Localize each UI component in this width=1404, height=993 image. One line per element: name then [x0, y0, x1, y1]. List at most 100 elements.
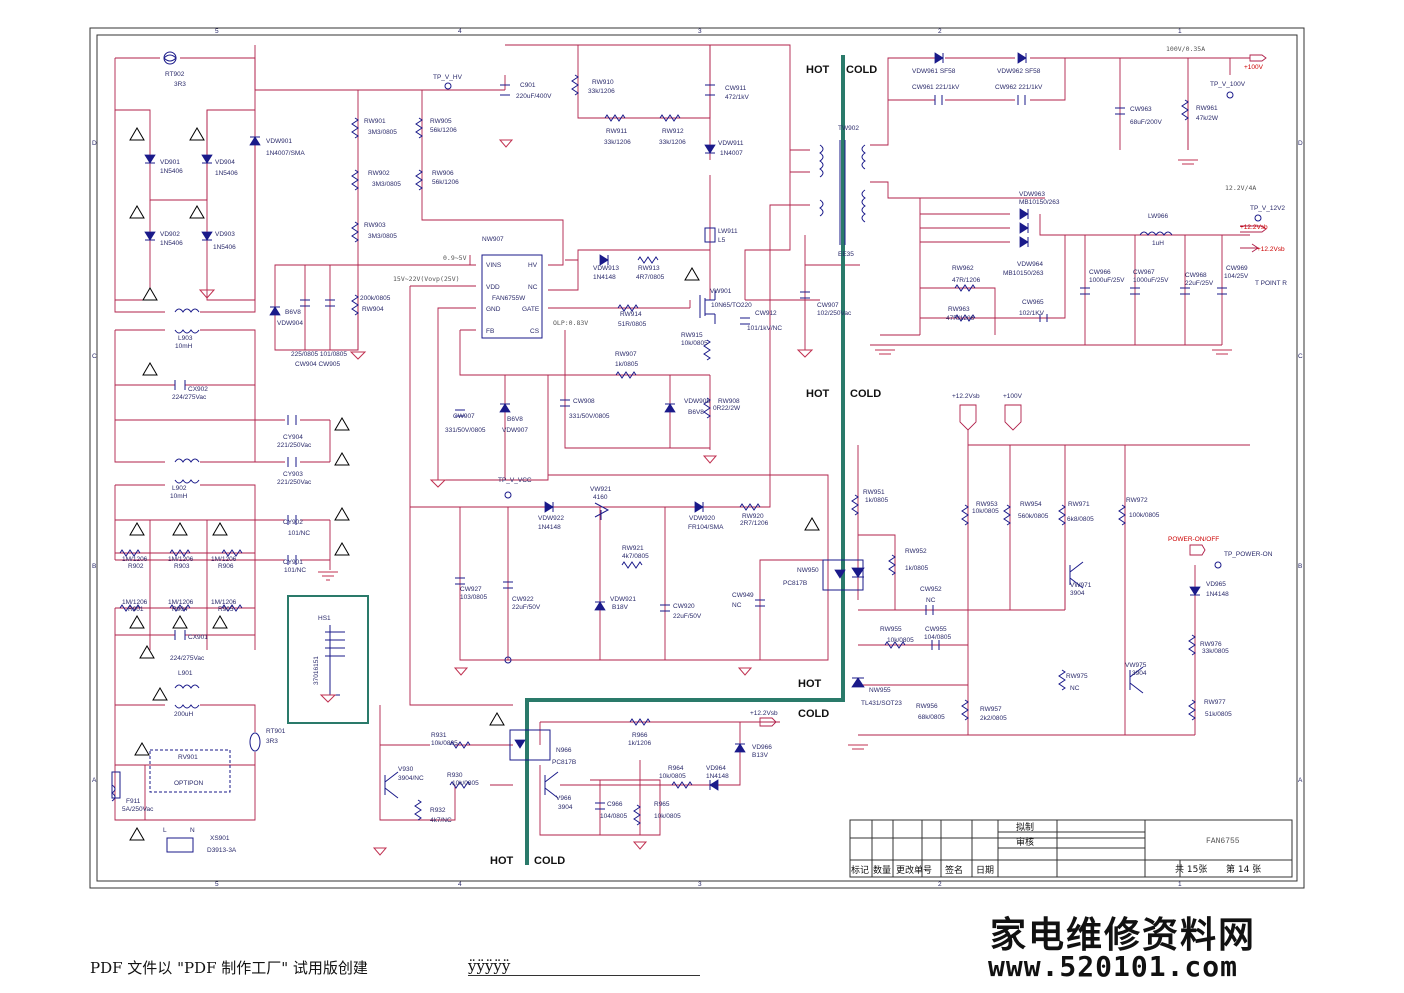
- t-vd964v: 1N4148: [706, 773, 729, 780]
- watermark-url: www.520101.com: [988, 950, 1239, 983]
- t-v930v: 3904/NC: [398, 775, 424, 782]
- t-pin-vdd: VDD: [486, 284, 500, 291]
- t-rw912v: 33k/1206: [659, 139, 686, 146]
- t-rw910: RW910: [592, 79, 614, 86]
- t-nw907v: FAN6755W: [492, 295, 526, 302]
- t-p122b: +12.2Vsb: [750, 710, 778, 717]
- t-r901v: 1M/1206: [122, 599, 148, 606]
- t-rw954: RW954: [1020, 501, 1042, 508]
- t-cw966: CW966: [1089, 269, 1111, 276]
- t-r965: R965: [654, 801, 670, 808]
- t-r930: R930: [447, 772, 463, 779]
- grid-side-b: B: [92, 563, 96, 570]
- t-cy902v: 101/NC: [288, 530, 310, 537]
- wires-input: [114, 44, 860, 821]
- transistors: [384, 290, 1144, 799]
- t-n966: N966: [556, 747, 572, 754]
- t-cw968v: 22uF/25V: [1185, 280, 1214, 287]
- t-p122-out2: +12.2Vsb: [1257, 246, 1285, 253]
- t-vdw963: VDW963: [1019, 191, 1045, 198]
- t-rw906v: 56k/1206: [432, 179, 459, 186]
- t-rw903v: 3M3/0805: [368, 233, 397, 240]
- cold-label-4: COLD: [534, 855, 565, 867]
- t-cw962: CW962 221/1kV: [995, 84, 1043, 91]
- grid-side-c: C: [92, 353, 97, 360]
- t-rw963v: 47R/1206: [946, 315, 975, 322]
- t-vdw964v: MB10150/263: [1003, 270, 1044, 277]
- t-vd901: VD901: [160, 159, 180, 166]
- t-cx902v: 224/275Vac: [172, 394, 207, 401]
- tb-marker: 标记: [851, 864, 869, 876]
- t-r905: R905: [218, 606, 234, 613]
- wires-secondary: [828, 57, 1250, 736]
- t-rw910v: 33k/1206: [588, 88, 615, 95]
- t-b6v8: B6V8: [285, 309, 301, 316]
- labels-hot-cold: HOT COLD HOT COLD HOT COLD HOT COLD 100V…: [490, 45, 1256, 867]
- t-tpoint: T POINT R: [1255, 280, 1287, 287]
- t-cw908v: 331/50V/0805: [569, 413, 610, 420]
- t-rt902v: 3R3: [174, 81, 186, 88]
- t-vdw913v: 1N4148: [593, 274, 616, 281]
- t-vdw921: VDW921: [610, 596, 636, 603]
- hot-label-1: HOT: [806, 64, 830, 76]
- t-v966: V966: [556, 795, 572, 802]
- t-vdw907: VDW907: [502, 427, 528, 434]
- optocouplers: [509, 559, 864, 761]
- t-r902v: 1M/1206: [122, 556, 148, 563]
- t-vw901: VW901: [710, 288, 732, 295]
- t-vw921: VW921: [590, 486, 612, 493]
- t-vd965: VD965: [1206, 581, 1226, 588]
- t-rw901: RW901: [364, 118, 386, 125]
- t-vdw920: VDW920: [689, 515, 715, 522]
- rating-100v: 100V/0.35A: [1166, 45, 1205, 53]
- t-cw907v-top: 102/250Vac: [817, 310, 852, 317]
- t-cy901: CY901: [283, 559, 303, 566]
- heatsink-box: [287, 595, 369, 724]
- t-cw927: CW927: [460, 586, 482, 593]
- grid-side-d: D: [92, 140, 97, 147]
- t-cw969: CW969: [1226, 265, 1248, 272]
- hot-label-4: HOT: [490, 855, 514, 867]
- t-l902: L902: [172, 485, 187, 492]
- t-cw949v: NC: [732, 602, 742, 609]
- t-tp-v-hv: TP_V_HV: [433, 74, 463, 81]
- t-cw955v: 104/0805: [924, 634, 951, 641]
- grid-side-a-r: A: [1298, 777, 1303, 784]
- t-vw901v: 10N65/TO220: [711, 302, 752, 309]
- t-rw975: RW975: [1066, 673, 1088, 680]
- t-rw902v: 3M3/0805: [372, 181, 401, 188]
- t-r930v: 10k/0805: [452, 780, 479, 787]
- t-vdw904: VDW904: [277, 320, 303, 327]
- t-cw920: CW920: [673, 603, 695, 610]
- t-c901v: 220uF/400V: [516, 93, 552, 100]
- t-vd904v: 1N5406: [215, 170, 238, 177]
- pdf-link[interactable]: ÿÿÿÿÿ: [468, 957, 700, 976]
- hot-label-2: HOT: [806, 388, 830, 400]
- t-vd902v: 1N5406: [160, 240, 183, 247]
- t-pin-nc: NC: [528, 284, 538, 291]
- t-rw955: RW955: [880, 626, 902, 633]
- t-vw971: VW971: [1070, 582, 1092, 589]
- t-vd903v: 1N5406: [213, 244, 236, 251]
- t-hs1: HS1: [318, 615, 331, 622]
- t-cw922: CW922: [512, 596, 534, 603]
- t-rw961v: 47k/2W: [1196, 115, 1219, 122]
- t-lw966v: 1uH: [1152, 240, 1164, 247]
- t-r906v: 1M/1206: [211, 556, 237, 563]
- t-cw920v: 22uF/50V: [673, 613, 702, 620]
- t-rw972v: 100k/0805: [1129, 512, 1160, 519]
- t-p122-out: +12.2Vsb: [1240, 224, 1268, 231]
- t-optipon: OPTIPON: [174, 780, 204, 787]
- t-pin-gate: GATE: [522, 306, 540, 313]
- t-vd966: VD966: [752, 744, 772, 751]
- t-l902v: 10mH: [170, 493, 188, 500]
- wires-feedback: [539, 721, 780, 836]
- t-cw907-b: CW907: [453, 413, 475, 420]
- t-cw963: CW963: [1130, 106, 1152, 113]
- t-vdw920v: FR104/SMA: [688, 524, 724, 531]
- t-r200k: 200k/0805: [360, 295, 391, 302]
- t-rw962: RW962: [952, 265, 974, 272]
- t-cx901v: 224/275Vac: [170, 655, 205, 662]
- t-rt902: RT902: [165, 71, 185, 78]
- t-cx902: CX902: [188, 386, 208, 393]
